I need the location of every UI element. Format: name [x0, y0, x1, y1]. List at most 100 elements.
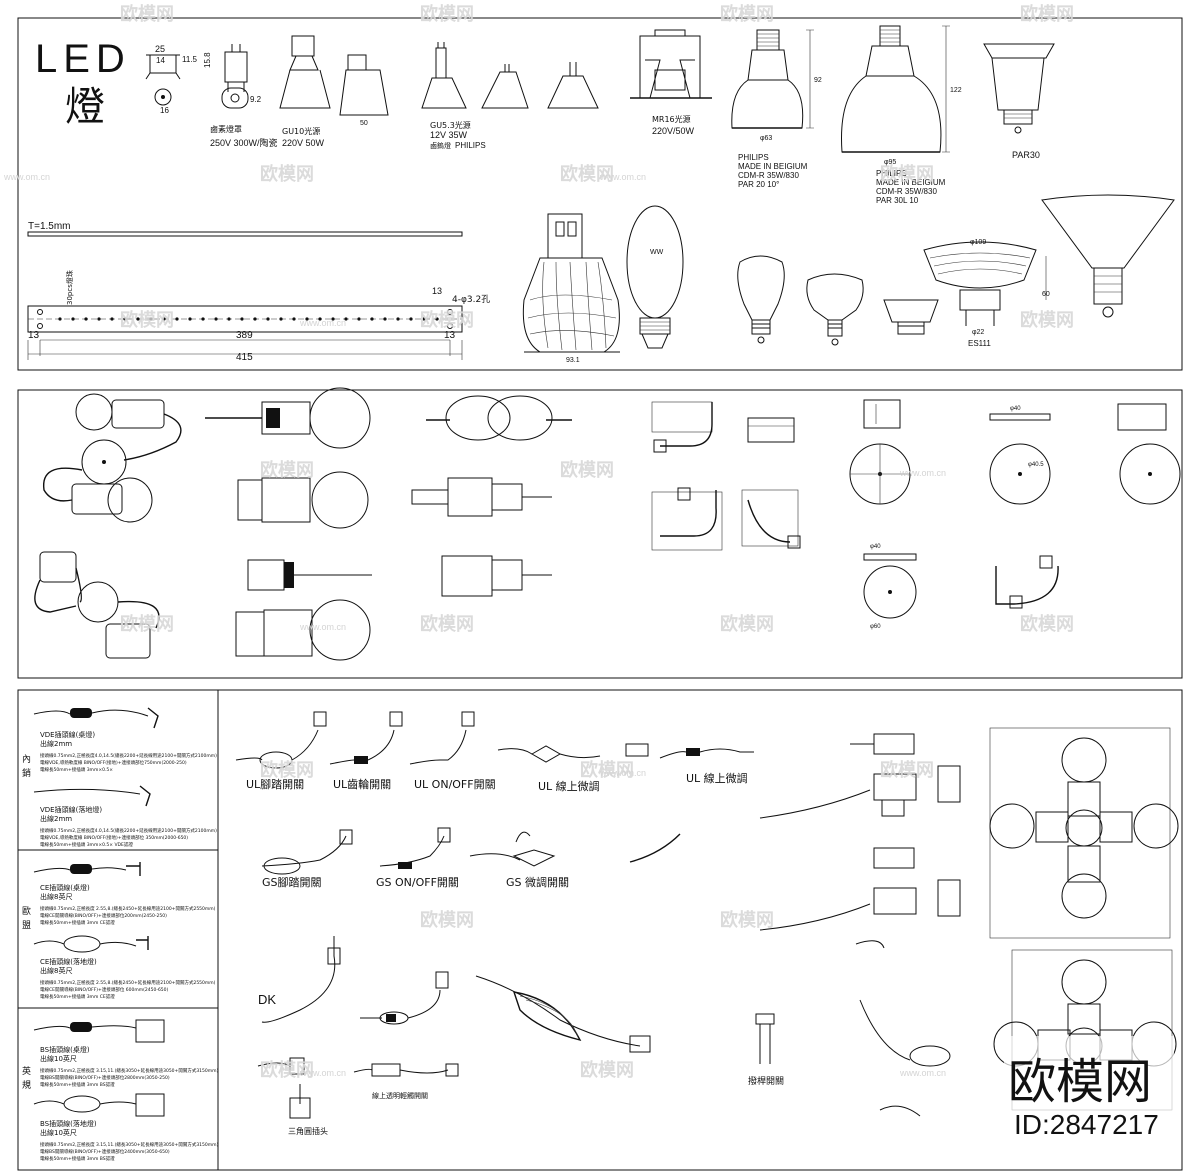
- ce1-sub: 出線8英尺: [40, 892, 72, 901]
- gu53-title: GU5.3光源: [430, 120, 471, 130]
- dk-label: DK: [258, 992, 276, 1007]
- led-dot: [58, 317, 62, 321]
- watermark-brand: 欧模网: [420, 3, 474, 25]
- mr16-spec: 220V/50W: [652, 126, 695, 136]
- strip-side-dim: 13: [432, 286, 442, 296]
- led-dot: [123, 317, 127, 321]
- par20-model: CDM-R 35W/830: [738, 171, 799, 180]
- gs-foot-label: GS腳踏開關: [262, 875, 322, 889]
- bs2-note: 電線長50mm+接插頭 3mm BS認證: [40, 1155, 115, 1162]
- dk-and-misc-drawings: [257, 936, 775, 1119]
- ul-foot-label: UL腳踏開關: [246, 777, 304, 791]
- corner-id: ID:2847217: [1014, 1109, 1159, 1140]
- par30-height: 122: [950, 87, 962, 94]
- watermark-brand: 欧模网: [260, 759, 314, 781]
- gu53-brand: PHILIPS: [455, 141, 486, 150]
- vde2-sub: 出線2mm: [40, 814, 72, 823]
- ul-onoff-label: UL ON/OFF開關: [414, 778, 496, 791]
- par20-height: 92: [814, 77, 822, 84]
- ce1-title: CE插頭線(桌燈): [40, 883, 90, 892]
- bottom-left-grid: [18, 690, 219, 1170]
- mid-dim: φ40.5: [1028, 462, 1044, 468]
- gu10-dim: 50: [360, 120, 368, 127]
- es111-label: ES111: [968, 339, 991, 348]
- watermark-brand: 欧模网: [880, 759, 934, 781]
- ul-dimmer2-label: UL 線上微調: [686, 771, 748, 785]
- watermark-brand: 欧模网: [260, 459, 314, 481]
- led-dot: [370, 317, 374, 321]
- bottom-panel-frame: [17, 689, 1183, 1171]
- watermark-brand: 欧模网: [120, 309, 174, 331]
- reflector-bulbs-drawing: [737, 255, 939, 346]
- gu53-spec: 12V 35W: [430, 130, 468, 140]
- dim-label: 14: [156, 56, 165, 65]
- led-dot: [331, 317, 335, 321]
- watermark-brand: 欧模网: [420, 309, 474, 331]
- par30-model: CDM-R 35W/830: [876, 187, 937, 196]
- led-dot: [422, 317, 426, 321]
- strip-led-count: 30pcs燈珠: [65, 270, 74, 305]
- vde2-note: 接頭線0.75mm2,正極長度4.0,14.5(總長2200+延長線用途2100…: [40, 827, 217, 834]
- led-strip-side-view: [27, 231, 463, 237]
- bs1-note: 接頭線0.75mm2,正極長度 3.15,11.(總長3050+延長線用途305…: [40, 1067, 219, 1074]
- ce1-note: 電線長50mm+接插頭 3mm CE認證: [40, 919, 115, 926]
- gu10-large-dim: 93.1: [566, 357, 580, 364]
- gu53-brand-label: 鹵鎢燈: [430, 141, 451, 150]
- vde1-sub: 出線2mm: [40, 739, 72, 748]
- led-dot: [318, 317, 322, 321]
- watermark-brand: 欧模网: [560, 459, 614, 481]
- inline-touch-label: 線上透明輕觸開關: [372, 1091, 428, 1100]
- vde2-note: 電線VDE,導熱軟度線 BINO/OFF(接地)+連接頭部位 350mm(200…: [40, 834, 188, 841]
- led-dot: [344, 317, 348, 321]
- led-dot: [149, 317, 153, 321]
- region-label: 銷: [22, 767, 31, 779]
- strip-dim-right: 13: [444, 330, 456, 341]
- region-label: 英: [22, 1065, 31, 1077]
- watermark-brand: 欧模网: [420, 909, 474, 931]
- bs1-title: BS插頭線(桌燈): [40, 1045, 90, 1054]
- watermark-site: www.om.cn: [299, 318, 346, 328]
- triangle-plug-label: 三角圓插头: [288, 1126, 328, 1136]
- bs1-note: 電線BS開關導線(BINO/OFF)+連接頭部位2800mm(3050-250): [40, 1074, 170, 1081]
- vde2-note: 電線長50mm+接插頭 3mm×0.5× VDE認證: [40, 841, 133, 848]
- led-dot: [110, 317, 114, 321]
- ce2-sub: 出線8英尺: [40, 966, 72, 975]
- strip-dim-pitch: 389: [236, 330, 253, 341]
- led-title: LED: [35, 37, 131, 81]
- bs2-title: BS插頭線(落地燈): [40, 1119, 97, 1128]
- corner-brand-backdrop: [1004, 1036, 1174, 1140]
- region-label: 盟: [22, 920, 31, 931]
- ce2-note: 接頭線0.75mm2,正極長度 2.55,8.(總長2450+延長線用途2100…: [40, 979, 216, 986]
- mr16-title: MR16光源: [652, 114, 691, 124]
- dim-label: 25: [155, 44, 165, 54]
- par38-lamp-drawing: [1041, 194, 1175, 318]
- elongated-bulb-drawing: [626, 205, 684, 349]
- watermark-brand: 欧模网: [1020, 3, 1074, 25]
- par20-type: PAR 20 10°: [738, 180, 779, 189]
- par30-diameter: φ95: [884, 159, 896, 166]
- led-dot: [357, 317, 361, 321]
- ce2-note: 電線CE開關導線(BINO/OFF)+連接頭部位 600mm(2450-650): [40, 986, 169, 993]
- watermark-site: www.om.cn: [899, 468, 946, 478]
- gs-onoff-label: GS ON/OFF開關: [376, 876, 459, 889]
- led-dot: [84, 317, 88, 321]
- vde1-note: 電線VDE,導熱軟度線 BINO/OFF(接地)+連接頭部位750mm(2000…: [40, 759, 187, 766]
- bulb-label: WW: [650, 249, 664, 256]
- led-dot: [97, 317, 101, 321]
- watermark-brand: 欧模网: [1020, 613, 1074, 635]
- lamp-title: 燈: [65, 84, 105, 130]
- strip-dim-left: 13: [28, 330, 40, 341]
- gs-dimmer-label: GS 微調開關: [506, 875, 569, 889]
- par30-type: PAR 30L 10: [876, 196, 919, 205]
- watermark-brand: 欧模网: [260, 163, 314, 185]
- gu53-lamp-drawing: [421, 42, 599, 109]
- region-label: 規: [22, 1080, 31, 1091]
- led-dot: [305, 317, 309, 321]
- power-adapters-drawing: [759, 733, 961, 1117]
- watermark-brand: 欧模网: [260, 1059, 314, 1081]
- watermark-brand: 欧模网: [720, 613, 774, 635]
- led-dot: [383, 317, 387, 321]
- led-dot: [136, 317, 140, 321]
- strip-thickness: T=1.5mm: [28, 221, 71, 232]
- vde1-note: 電線長50mm+接插頭 3mm×0.5×: [40, 766, 113, 773]
